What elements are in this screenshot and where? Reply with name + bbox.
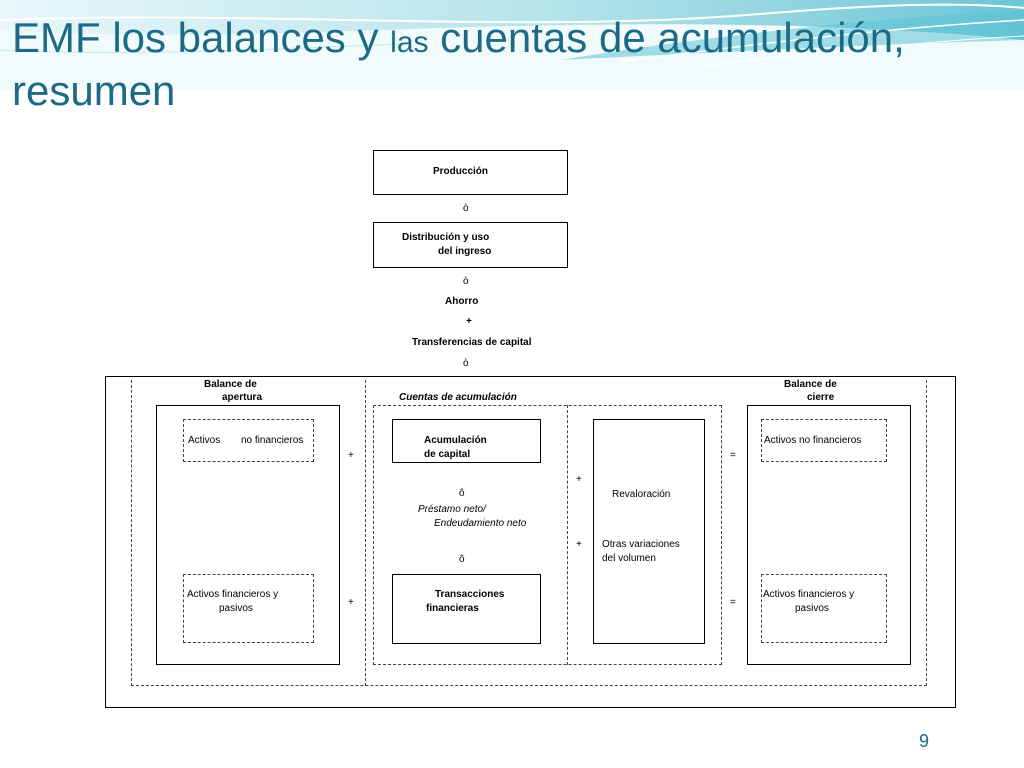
otros-flujos-box (593, 419, 705, 644)
apertura-header-line1: Balance de (204, 379, 257, 390)
arrow-down-2: ò (463, 276, 469, 287)
arrow-down: ô (459, 554, 465, 565)
apertura-activos-f-line2: pasivos (219, 603, 253, 614)
produccion-box (373, 150, 568, 195)
slide-title: EMF los balances y las cuentas de acumul… (12, 14, 1012, 115)
apertura-header-line2: apertura (222, 392, 263, 403)
ahorro-label: Ahorro (445, 296, 479, 307)
cierre-header-line1: Balance de (784, 379, 837, 390)
cierre-activos-f-box (761, 574, 887, 643)
cuentas-plus-bottom: + (348, 597, 354, 608)
cierre-eq-bottom: = (730, 597, 736, 608)
cierre-activos-f-line2: pasivos (795, 603, 829, 614)
otras-plus: + (576, 539, 582, 550)
acumulacion-box (392, 419, 541, 463)
apertura-activos-nf-b: no financieros (241, 435, 304, 446)
transferencias-label: Transferencias de capital (412, 337, 532, 348)
title-line2: resumen (12, 67, 176, 114)
cuentas-divider (567, 405, 568, 665)
otras-line1: Otras variaciones (602, 539, 680, 550)
produccion-label: Producción (433, 166, 489, 177)
apertura-activos-nf-a: Activos (188, 435, 221, 446)
cierre-activos-nf-box (761, 419, 887, 462)
transacciones-line2: financieras (426, 603, 479, 614)
title-part3: cuentas de acumulación, (428, 14, 905, 61)
apertura-activos-nf-box (183, 419, 314, 462)
reval-plus: + (576, 474, 582, 485)
title-part1: EMF los balances y (12, 14, 391, 61)
cierre-box (747, 405, 911, 665)
cuentas-plus-top: + (348, 450, 354, 461)
apertura-activos-f-line1: Activos financieros y (187, 589, 279, 600)
acumulacion-line2: de capital (424, 449, 471, 460)
transacciones-line1: Transacciones (435, 589, 505, 600)
otras-line2: del volumen (602, 553, 656, 564)
cuentas-header: Cuentas de acumulación (399, 392, 517, 403)
cierre-header-line2: cierre (807, 392, 835, 403)
revaloracion-label: Revaloración (612, 489, 671, 500)
ahorro-plus: + (466, 316, 472, 327)
cierre-activos-f-line1: Activos financieros y (763, 589, 855, 600)
left-section-divider (365, 380, 366, 686)
transacciones-box (392, 574, 541, 644)
cierre-eq-top: = (730, 450, 736, 461)
inner-dashed-frame (131, 380, 927, 686)
arrow-up: ô (459, 488, 465, 499)
arrow-down-1: ò (463, 203, 469, 214)
acumulacion-line1: Acumulación (424, 435, 487, 446)
apertura-box (156, 405, 340, 665)
prestamo-line1: Préstamo neto/ (418, 504, 486, 515)
arrow-down-3: ò (463, 358, 469, 369)
title-part2: las (390, 26, 429, 59)
distribucion-label-line1: Distribución y uso (402, 232, 490, 243)
outer-frame (105, 376, 956, 708)
header-decoration (0, 0, 1024, 90)
cuentas-dashed-box (373, 405, 722, 665)
apertura-activos-f-box (183, 574, 314, 643)
cierre-activos-nf: Activos no financieros (764, 435, 862, 446)
prestamo-line2: Endeudamiento neto (434, 518, 527, 529)
distribucion-box (373, 222, 568, 268)
page-number: 9 (919, 731, 930, 751)
distribucion-label-line2: del ingreso (438, 246, 492, 257)
